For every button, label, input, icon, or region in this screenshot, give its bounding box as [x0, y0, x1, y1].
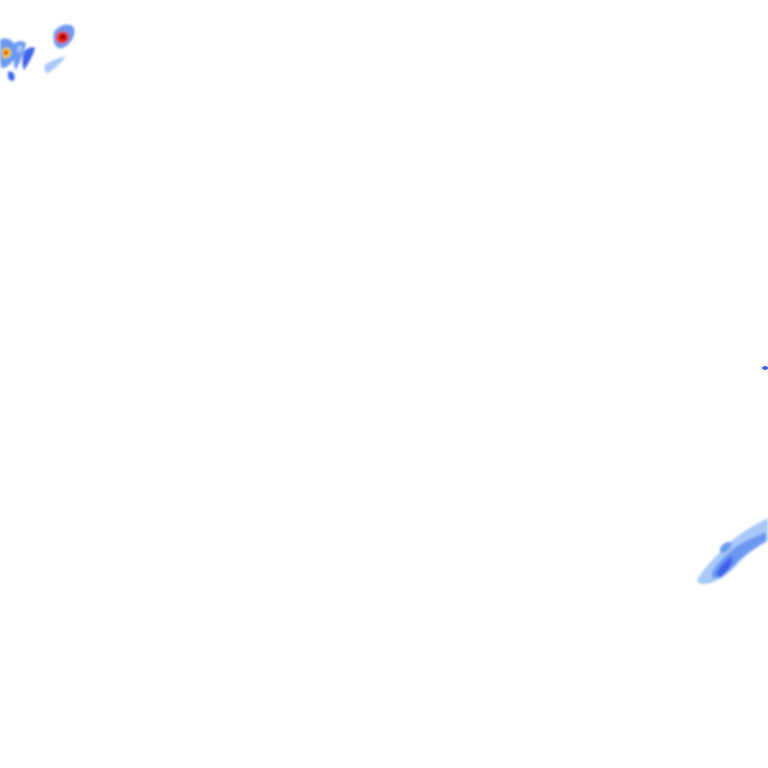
cell-se-band-tail: [720, 541, 732, 553]
cell-nw-c: [22, 47, 35, 70]
e-storm-speck: [762, 366, 768, 370]
se-storm-band: [697, 518, 768, 585]
cell-nw-e: [44, 56, 66, 74]
cell-e-speck: [762, 366, 768, 370]
cell-nw-f: [8, 71, 15, 81]
cell-nw-a-peak: [4, 50, 9, 56]
cell-nw-b: [13, 41, 26, 70]
cell-nw-b-core: [17, 45, 23, 53]
cell-nw-d-peak: [60, 33, 66, 41]
cell-se-band-peak: [716, 556, 733, 578]
nw-storm-cluster: [0, 24, 75, 81]
